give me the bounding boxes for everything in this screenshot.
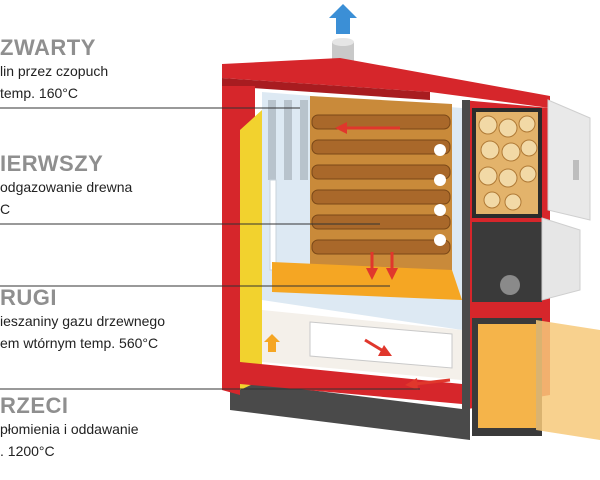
flame-glow: [536, 320, 600, 440]
stage-title: ZWARTY: [0, 35, 96, 60]
leader-lines: [0, 107, 420, 390]
white-arrows: [434, 144, 446, 246]
ember-bed: [272, 262, 462, 300]
stage-line: ieszaniny gazu drzewnego: [0, 313, 165, 329]
boiler-bottom-shell: [240, 362, 462, 404]
stage-line: płomienia i oddawanie: [0, 421, 139, 437]
label-stage-one: IERWSZY odgazowanie drewna C: [0, 152, 132, 220]
stage-title: IERWSZY: [0, 151, 104, 176]
stage-line: C: [0, 201, 11, 217]
label-stage-two: RUGI ieszaniny gazu drzewnego em wtórnym…: [0, 286, 165, 354]
boiler-top-lid: [222, 58, 550, 108]
log-ends: [478, 115, 538, 211]
stage-line: temp. 160°C: [0, 85, 78, 101]
upper-door: [547, 99, 591, 221]
exhaust-arrow: [329, 4, 357, 34]
stage-line: odgazowanie drewna: [0, 179, 133, 195]
label-stage-three: RZECI płomienia i oddawanie . 1200°C: [0, 394, 139, 462]
stage-title: RZECI: [0, 393, 69, 418]
stage-line: em wtórnym temp. 560°C: [0, 335, 159, 351]
flow-arrows: [335, 122, 451, 390]
exchanger-tube: [268, 100, 276, 180]
label-stage-four: ZWARTY lin przez czopuch temp. 160°C: [0, 36, 108, 104]
boiler-base: [230, 380, 470, 440]
stage-line: . 1200°C: [0, 443, 55, 459]
heat-up-arrow: [264, 334, 280, 352]
stage-title: RUGI: [0, 285, 57, 310]
air-damper: [500, 275, 520, 295]
stage-line: lin przez czopuch: [0, 63, 109, 79]
